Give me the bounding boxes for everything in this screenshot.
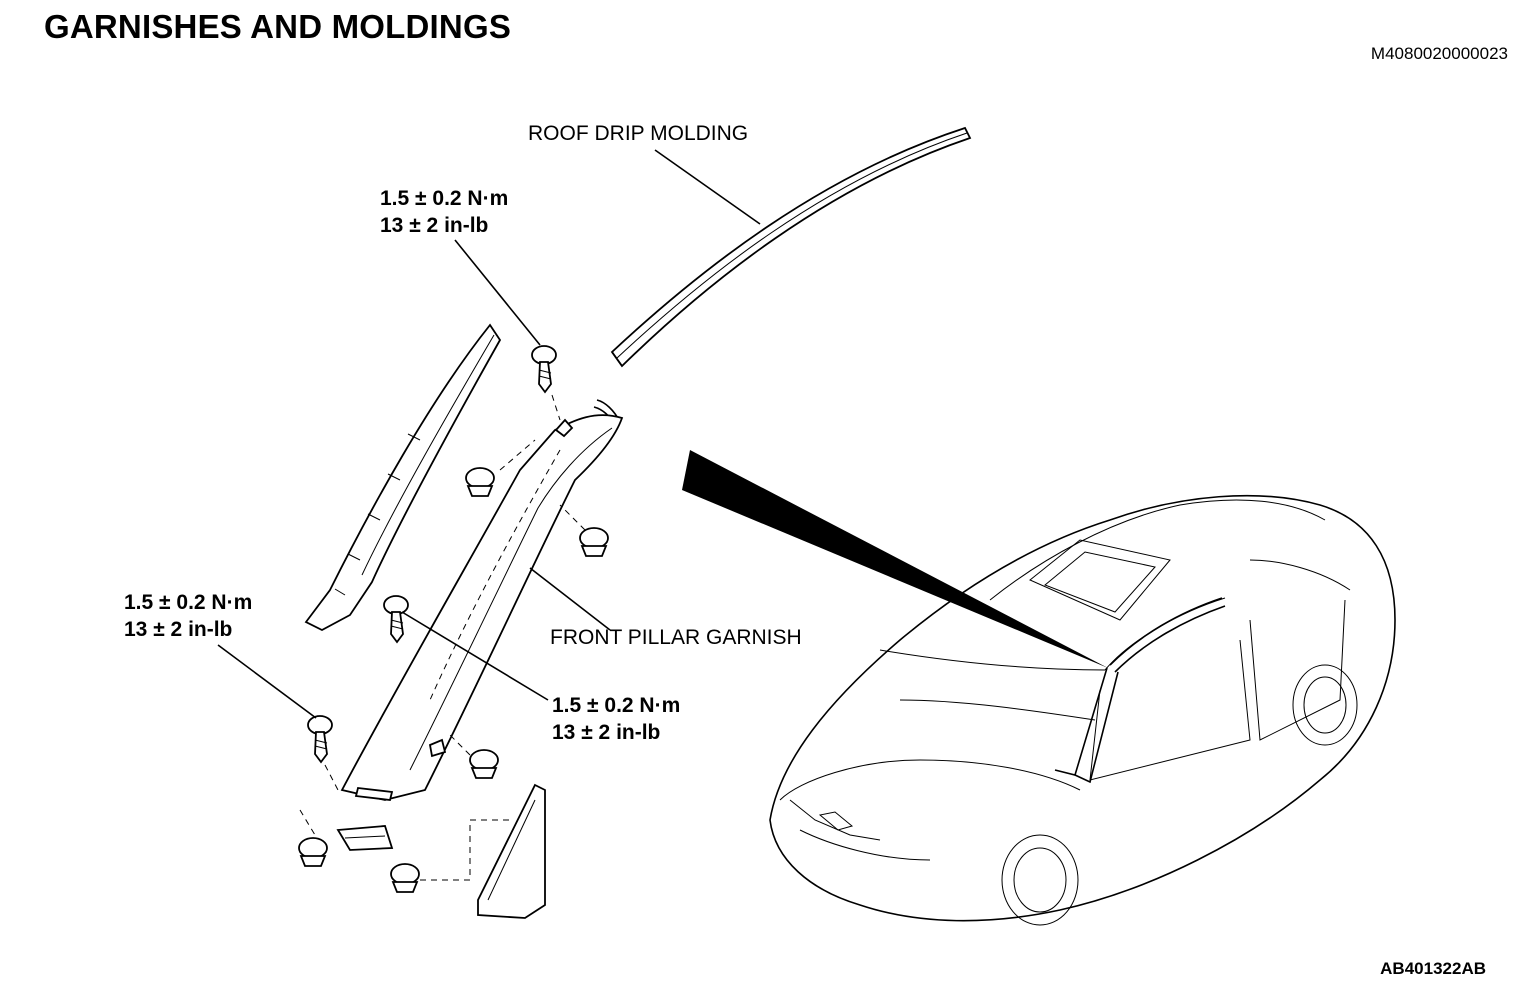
corner-garnish [477, 783, 546, 919]
torque-spec-middle: 1.5 ± 0.2 N·m 13 ± 2 in-lb [552, 692, 680, 746]
leader-torque-lower [217, 644, 317, 719]
clip-1 [465, 467, 495, 497]
torque-spec-upper: 1.5 ± 0.2 N·m 13 ± 2 in-lb [380, 185, 508, 239]
torque-imperial: 13 ± 2 in-lb [552, 721, 661, 744]
torque-metric: 1.5 ± 0.2 N·m [552, 694, 681, 717]
leader-torque-middle [401, 611, 549, 701]
front-pillar-garnish [340, 414, 624, 801]
pillar-retainer-strip [304, 323, 502, 632]
clip-2 [579, 527, 609, 557]
figure-id: AB401322AB [1380, 959, 1486, 978]
detail-pointer-wedge [682, 450, 1108, 668]
leader-torque-upper [454, 239, 541, 346]
leader-roof-drip-molding [654, 149, 761, 225]
torque-spec-lower: 1.5 ± 0.2 N·m 13 ± 2 in-lb [124, 589, 252, 643]
document-id: M4080020000023 [1370, 44, 1508, 63]
label-front-pillar-garnish: FRONT PILLAR GARNISH [550, 626, 802, 649]
clip-4 [298, 837, 328, 867]
torque-metric: 1.5 ± 0.2 N·m [380, 187, 509, 210]
screw-middle [383, 595, 409, 644]
torque-imperial: 13 ± 2 in-lb [124, 618, 233, 641]
label-roof-drip-molding: ROOF DRIP MOLDING [528, 122, 749, 145]
leader-front-pillar-garnish [529, 567, 611, 631]
car-illustration [769, 494, 1396, 926]
clip-5 [390, 863, 420, 893]
screw-lower [307, 715, 333, 764]
page-title: GARNISHES AND MOLDINGS [44, 8, 512, 45]
bracket-piece [336, 825, 394, 851]
torque-metric: 1.5 ± 0.2 N·m [124, 591, 253, 614]
screw-upper [531, 345, 557, 394]
clip-3 [469, 749, 499, 779]
torque-imperial: 13 ± 2 in-lb [380, 214, 489, 237]
roof-drip-molding [610, 126, 972, 368]
